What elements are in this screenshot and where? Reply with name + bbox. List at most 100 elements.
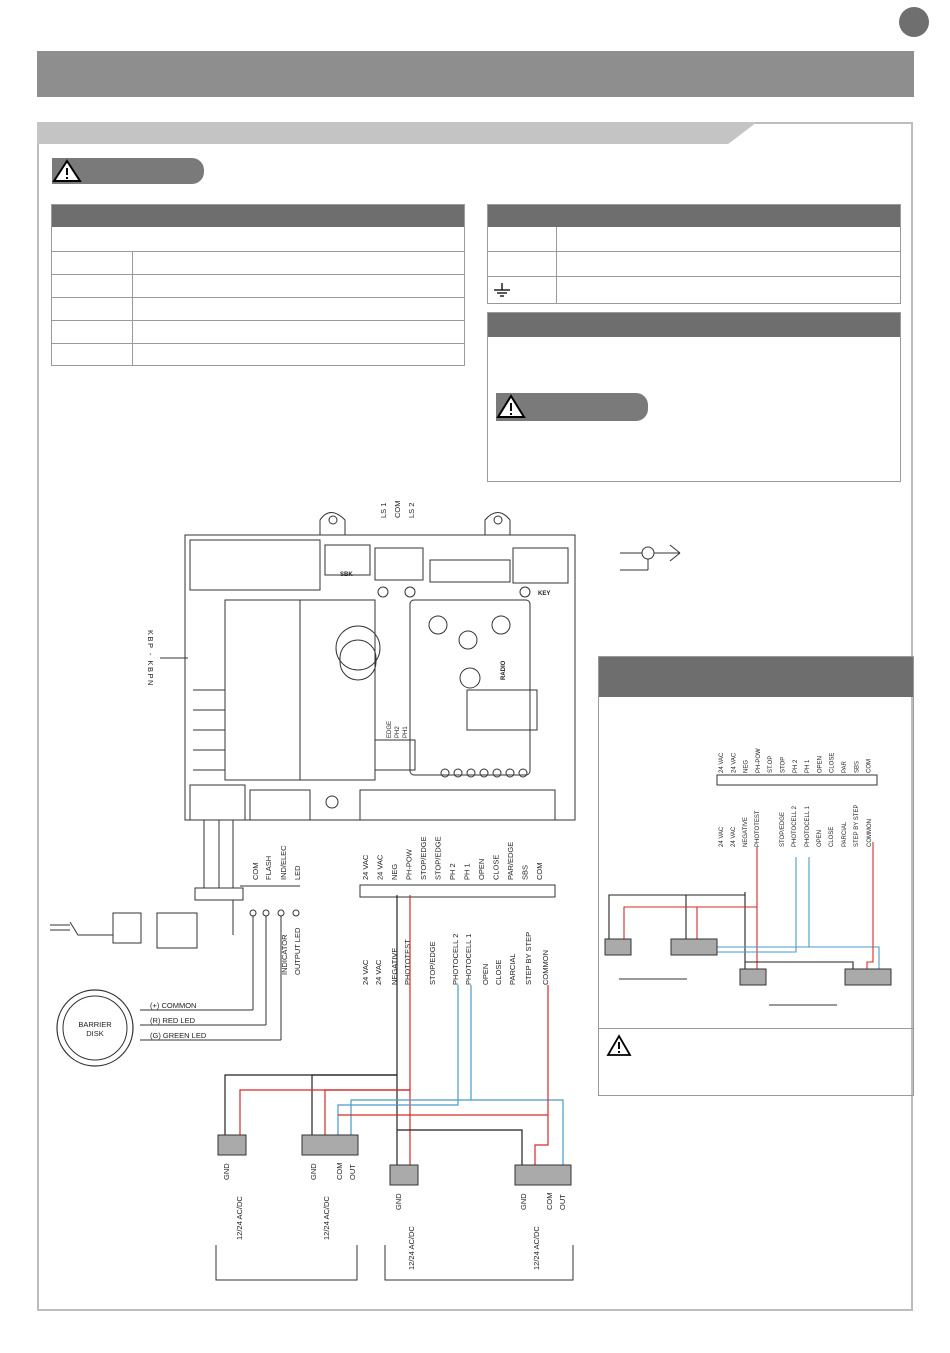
section-tab <box>37 122 757 144</box>
board-top-terminal: COM <box>393 501 402 519</box>
right-terminal-function: COMMON <box>541 950 550 985</box>
inset-terminal: COM <box>867 759 873 773</box>
barrier-disk-label: DISK <box>86 1029 104 1038</box>
right-terminal: COM <box>535 863 544 881</box>
inset-terminal: PAR <box>842 760 848 773</box>
right-terminal-function: STEP BY STEP <box>524 932 533 985</box>
warning-banner <box>52 158 204 184</box>
indicator-label: INDICATOR <box>280 934 289 975</box>
inset-terminal: SBS <box>854 761 860 773</box>
table-row <box>488 251 900 276</box>
ground-icon <box>494 283 510 297</box>
key-label: KEY <box>538 591 550 597</box>
table-row <box>488 227 900 251</box>
inset-terminal: 24 VAC <box>719 752 725 773</box>
right-terminal-function: PHOTOTEST <box>403 939 412 985</box>
table-row <box>488 276 900 303</box>
inset-terminal: PH-POW <box>756 748 762 773</box>
inset-function: CLOSE <box>829 827 835 847</box>
key-switch-symbol <box>620 544 681 571</box>
barrier-disk-label: BARRIER <box>78 1020 112 1029</box>
board-top-terminal: LS 1 <box>379 503 388 518</box>
photocell-label: GND <box>519 1193 528 1210</box>
info-box-header <box>488 313 900 337</box>
dip-label: PH2 <box>395 726 401 738</box>
table-row <box>52 297 464 320</box>
inset-function: OPEN <box>817 830 823 847</box>
photocell-label: COM <box>335 1163 344 1181</box>
inset-function: 24 VAC <box>719 826 725 847</box>
control-board <box>184 512 576 821</box>
dip-label: PH1 <box>403 726 409 738</box>
output-led-label: OUTPUT LED <box>293 927 302 975</box>
warning-icon <box>606 1034 632 1056</box>
inset-header <box>599 657 913 697</box>
right-terminal: SBS <box>521 865 530 880</box>
photocell-tx-1 <box>217 1134 247 1156</box>
left-terminal: FLASH <box>264 856 273 880</box>
dip-label: EDGE <box>387 721 393 738</box>
photocell-label: 12/24 AC/DC <box>322 1196 331 1240</box>
right-terminal-function: PHOTOCELL 2 <box>451 934 460 985</box>
warning-icon <box>496 394 526 418</box>
right-terminal: STOP/EDGE <box>419 836 428 880</box>
photocell-label: 12/24 AC/DC <box>235 1196 244 1240</box>
photocell-rx-1 <box>301 1134 359 1156</box>
inset-terminal: NEG <box>744 760 750 773</box>
right-terminal: PH 2 <box>448 863 457 880</box>
info-box <box>487 312 901 482</box>
table-row <box>52 274 464 297</box>
inset-terminal: OPEN <box>817 756 823 773</box>
photocell-label: COM <box>545 1193 554 1211</box>
photocell-rx-2 <box>514 1164 572 1186</box>
inset-terminal: ST.OP <box>768 756 774 773</box>
right-terminal: CLOSE <box>492 855 501 880</box>
right-terminal-function: PARCIAL <box>508 953 517 985</box>
photocell-label: GND <box>309 1163 318 1180</box>
table-header <box>52 205 464 227</box>
inset-function: PHOTOTEST <box>755 810 761 847</box>
right-terminal: PAR/EDGE <box>506 842 515 880</box>
inset-function: PHOTOCELL 1 <box>805 805 811 847</box>
page-number-badge <box>899 7 929 37</box>
inset-function: COMMON <box>867 819 873 847</box>
table-header <box>488 205 900 227</box>
right-terminal: STOP/EDGE <box>434 836 443 880</box>
photocell-label: GND <box>222 1163 231 1180</box>
right-spec-table <box>487 204 901 304</box>
inset-terminal: CLOSE <box>830 753 836 773</box>
inset-divider <box>599 1028 913 1029</box>
right-terminal-function: OPEN <box>481 964 490 985</box>
left-terminal: COM <box>251 863 260 881</box>
right-terminal-function: PHOTOCELL 1 <box>464 934 473 985</box>
right-terminal: 24 VAC <box>361 854 370 880</box>
right-terminal: 24 VAC <box>376 854 385 880</box>
barrier-lead: (+) COMMON <box>150 1001 196 1010</box>
left-terminal: LED <box>293 865 302 880</box>
right-terminal-function: NEGATIVE <box>390 948 399 985</box>
inset-terminal: PH 2 <box>793 759 799 773</box>
right-terminal-function: STOP/EDGE <box>428 941 437 985</box>
inset-function: PHOTOCELL 2 <box>792 805 798 847</box>
right-terminal: PH-POW <box>405 848 414 880</box>
barrier-disk: BARRIER DISK <box>56 989 134 1067</box>
inset-function: PARCIAL <box>842 821 848 847</box>
warning-banner-2 <box>496 393 648 421</box>
side-label: KBP - KBPN <box>146 630 155 687</box>
table-row <box>52 320 464 343</box>
photocell-label: OUT <box>558 1194 567 1210</box>
table-row <box>52 343 464 366</box>
right-terminal: OPEN <box>477 859 486 880</box>
inset-function: STEP BY STEP <box>854 805 860 847</box>
table-row <box>52 251 464 274</box>
header-bar <box>37 51 914 97</box>
photocell-label: GND <box>394 1193 403 1210</box>
barrier-lead: (G) GREEN LED <box>150 1031 207 1040</box>
left-spec-table <box>51 204 465 366</box>
inset-function: NEGATIVE <box>743 817 749 847</box>
inset-terminal: PH 1 <box>805 759 811 773</box>
photocell-label: 12/24 AC/DC <box>532 1226 541 1270</box>
